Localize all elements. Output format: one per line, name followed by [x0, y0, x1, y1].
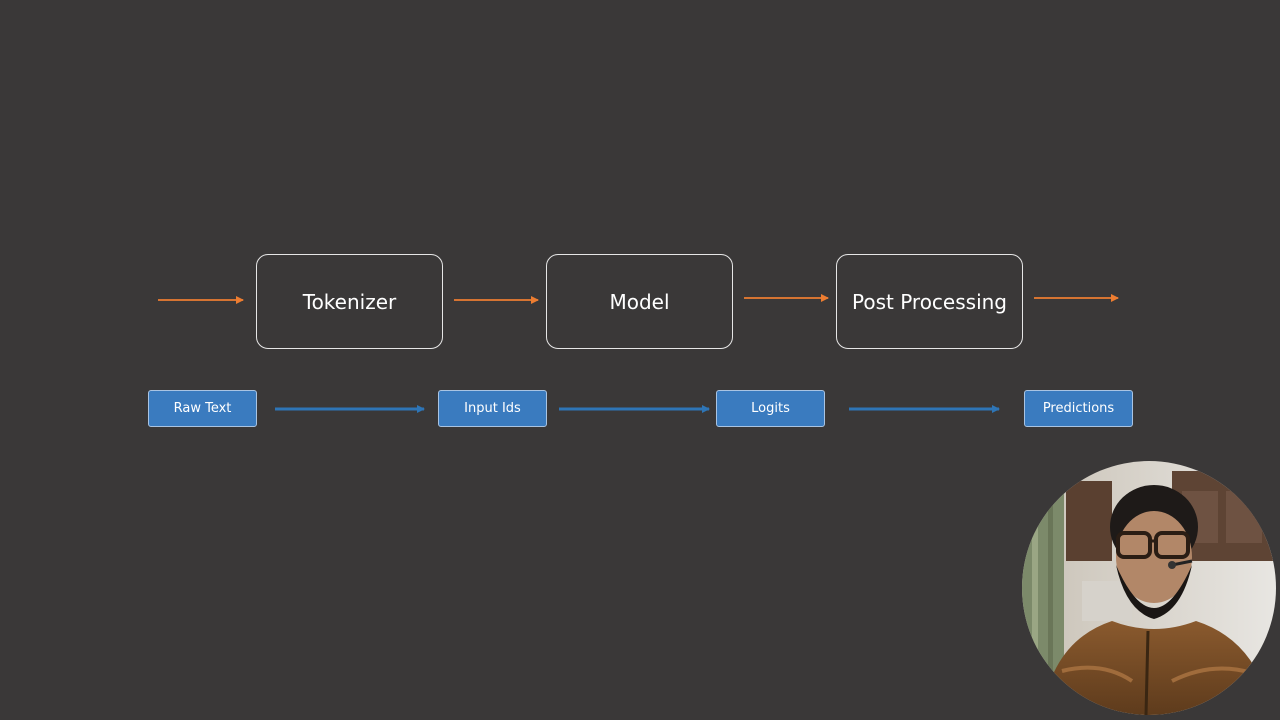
- model-box: Model: [546, 254, 733, 349]
- model-label: Model: [609, 289, 670, 314]
- logits-label: Logits: [751, 401, 790, 416]
- predictions-box: Predictions: [1024, 390, 1133, 427]
- logits-box: Logits: [716, 390, 825, 427]
- tokenizer-label: Tokenizer: [302, 289, 397, 314]
- post-processing-box: Post Processing: [836, 254, 1023, 349]
- input-ids-label: Input Ids: [464, 401, 521, 416]
- presenter-webcam: [1022, 461, 1276, 715]
- tokenizer-box: Tokenizer: [256, 254, 443, 349]
- predictions-label: Predictions: [1042, 401, 1115, 416]
- raw-text-box: Raw Text: [148, 390, 257, 427]
- input-ids-box: Input Ids: [438, 390, 547, 427]
- raw-text-label: Raw Text: [173, 401, 232, 416]
- post-processing-label: Post Processing: [852, 289, 1007, 314]
- presenter-video-frame: [1022, 461, 1276, 715]
